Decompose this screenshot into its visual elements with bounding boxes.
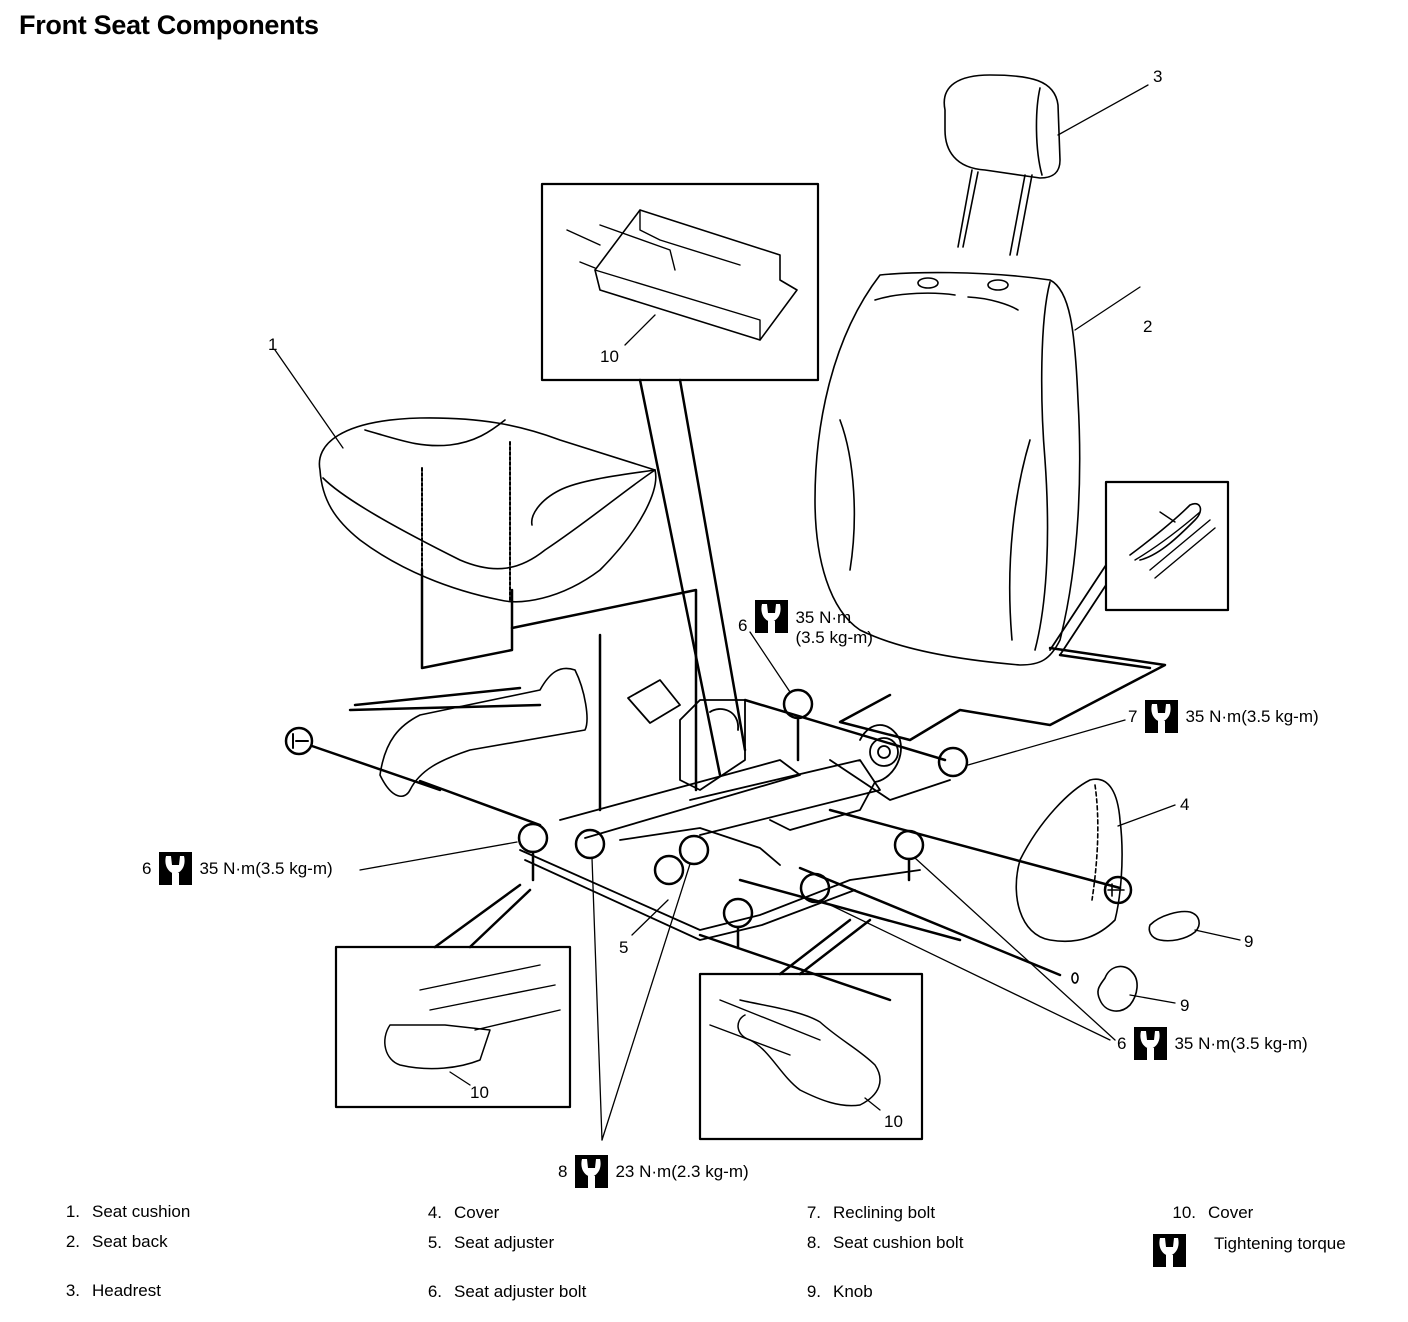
part-label-3: 3 — [1153, 67, 1163, 86]
bolt-symbols — [517, 688, 969, 950]
front-left-cover-inset — [334, 883, 572, 1109]
part-label-9-grip: 9 — [1244, 932, 1254, 951]
legend-item-8: 8.Seat cushion bolt — [806, 1233, 964, 1252]
legend-item-9: 9.Knob — [806, 1282, 873, 1301]
torque-value: 35 N·m — [795, 608, 852, 627]
legend-item-1: 1.Seat cushion — [65, 1202, 191, 1221]
legend-item-6: 6.Seat adjuster bolt — [427, 1282, 587, 1301]
seat-back — [814, 271, 1141, 666]
part-label-2: 2 — [1143, 317, 1153, 336]
part-label-1: 1 — [268, 335, 278, 354]
knob-parts — [1071, 910, 1241, 1012]
torque-callout-6-left: 6 35 N·m(3.5 kg-m) — [142, 852, 333, 885]
wrench-icon — [159, 852, 193, 885]
torque-callout-6-top: 6 35 N·m (3.5 kg-m) — [738, 600, 873, 648]
seat-cushion — [274, 349, 657, 603]
headrest — [943, 74, 1149, 256]
seat-back-bracket-outline — [838, 646, 1167, 742]
seat-rail-cover-right — [1015, 778, 1176, 943]
torque-part-number: 6 — [738, 616, 748, 635]
torque-callout-6-right: 6 35 N·m(3.5 kg-m) — [1117, 1027, 1308, 1060]
seat-rail-cover-left — [348, 667, 588, 798]
leader-lines — [359, 631, 1126, 1141]
wrench-icon — [1153, 1234, 1186, 1267]
torque-value: 35 N·m(3.5 kg-m) — [1174, 1033, 1308, 1053]
torque-part-number: 8 — [558, 1161, 568, 1181]
legend-item-3: 3.Headrest — [65, 1281, 161, 1300]
legend-item-4: 4.Cover — [427, 1203, 500, 1222]
front-right-cover-inset — [698, 918, 924, 1141]
part-label-10-mid: 10 — [884, 1112, 903, 1131]
seat-adjuster-frame — [519, 679, 951, 941]
wrench-icon — [1145, 700, 1179, 733]
rail-lines — [698, 698, 1122, 1002]
wrench-icon — [1134, 1027, 1168, 1060]
legend-item-10: 10.Cover — [1172, 1203, 1254, 1222]
part-label-5: 5 — [619, 938, 629, 957]
torque-value: 35 N·m(3.5 kg-m) — [199, 858, 333, 878]
hook-detail-inset — [1049, 480, 1230, 656]
torque-part-number: 6 — [1117, 1033, 1127, 1053]
wrench-icon — [575, 1155, 609, 1188]
torque-callout-8: 8 23 N·m(2.3 kg-m) — [558, 1155, 749, 1188]
torque-value: 23 N·m(2.3 kg-m) — [615, 1161, 749, 1181]
torque-callout-7: 7 35 N·m(3.5 kg-m) — [1128, 700, 1319, 733]
part-label-10-left: 10 — [470, 1083, 489, 1102]
top-cover-inset — [540, 182, 820, 777]
page-title: Front Seat Components — [19, 10, 319, 40]
legend-tightening-torque: Tightening torque — [1153, 1234, 1346, 1267]
part-label-9-knob: 9 — [1180, 996, 1190, 1015]
part-label-4: 4 — [1180, 795, 1190, 814]
legend-item-2: 2.Seat back — [65, 1232, 168, 1251]
part-label-10-top: 10 — [600, 347, 619, 366]
cushion-mount-lines — [420, 568, 698, 812]
wrench-icon — [755, 600, 789, 633]
left-cover-screw — [284, 726, 542, 827]
legend-item-5: 5.Seat adjuster — [427, 1233, 555, 1252]
torque-value-kgm: (3.5 kg-m) — [795, 628, 873, 647]
legend-item-7: 7.Reclining bolt — [806, 1203, 936, 1222]
torque-part-number: 7 — [1128, 706, 1138, 726]
torque-part-number: 6 — [142, 858, 152, 878]
torque-value: 35 N·m(3.5 kg-m) — [1185, 706, 1319, 726]
